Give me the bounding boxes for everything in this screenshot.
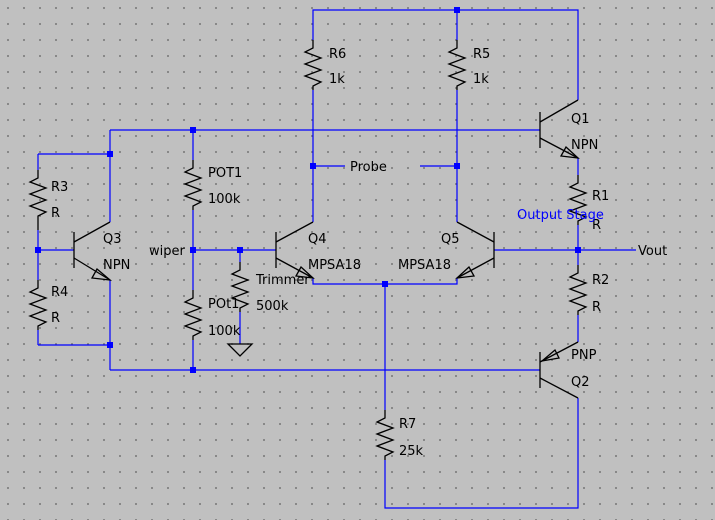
junction-dot	[454, 7, 460, 13]
net-label-wiper: wiper	[149, 244, 185, 259]
r4-ref-label: R4	[51, 285, 68, 300]
junction-dot	[237, 247, 243, 253]
pot1-lower-value-label: 100k	[208, 324, 241, 339]
resistor-r2-symbol	[568, 265, 588, 315]
transistors	[73, 99, 580, 399]
transistor-q2-symbol	[539, 341, 579, 399]
junction-dot	[454, 163, 460, 169]
r1-value-label: R	[592, 218, 601, 233]
pot1-value-label: 100k	[208, 192, 241, 207]
r6-value-label: 1k	[329, 72, 345, 87]
junction-dot	[107, 342, 113, 348]
transistor-q3-symbol	[73, 221, 113, 281]
q4-ref-label: Q4	[308, 232, 327, 247]
resistor-r7-symbol	[375, 410, 395, 460]
q3-ref-label: Q3	[103, 232, 122, 247]
q2-ref-label: Q2	[571, 375, 590, 390]
pot1-lower-ref-label: POt1	[208, 297, 239, 312]
junction-dot	[310, 163, 316, 169]
junction-dot	[190, 247, 196, 253]
q5-value-label: MPSA18	[398, 258, 451, 273]
transistor-q4-symbol	[275, 221, 315, 279]
resistor-r6-symbol	[303, 40, 323, 90]
q1-value-label: NPN	[571, 138, 598, 153]
q2-value-label: PNP	[571, 348, 597, 363]
labels: R6 1k R5 1k Q1 NPN R1 R R3 R R4 R Q3 NPN…	[51, 47, 667, 459]
q3-value-label: NPN	[103, 258, 130, 273]
r2-ref-label: R2	[592, 273, 609, 288]
ground-icon	[226, 343, 254, 357]
net-label-vout: Vout	[638, 244, 667, 259]
r3-ref-label: R3	[51, 180, 68, 195]
junction-dot	[190, 127, 196, 133]
junction-dot	[190, 367, 196, 373]
resistor-pot1-symbol	[183, 160, 203, 210]
net-label-probe: Probe	[350, 160, 387, 175]
wire-top-rail	[312, 9, 579, 100]
r7-ref-label: R7	[399, 417, 416, 432]
resistors	[28, 40, 588, 460]
comment-output-stage: Output Stage	[517, 208, 604, 223]
transistor-q1-symbol	[539, 99, 580, 159]
r1-ref-label: R1	[592, 189, 609, 204]
r2-value-label: R	[592, 300, 601, 315]
r3-value-label: R	[51, 206, 60, 221]
pot1-ref-label: POT1	[208, 166, 242, 181]
q1-ref-label: Q1	[571, 112, 590, 127]
junction-dot	[107, 151, 113, 157]
r6-ref-label: R6	[329, 47, 346, 62]
q5-ref-label: Q5	[441, 232, 460, 247]
r5-ref-label: R5	[473, 47, 490, 62]
r4-value-label: R	[51, 311, 60, 326]
trimmer-ref-label: Trimmer	[255, 273, 310, 288]
resistor-r1-symbol	[568, 175, 588, 225]
transistor-q5-symbol	[455, 221, 495, 279]
resistor-trimmer-symbol	[230, 262, 250, 312]
resistor-r3-symbol	[28, 170, 48, 230]
r5-value-label: 1k	[473, 72, 489, 87]
trimmer-value-label: 500k	[256, 299, 289, 314]
resistor-r5-symbol	[447, 40, 467, 90]
wire-r7-return	[384, 398, 579, 509]
junction-dot	[382, 281, 388, 287]
junction-dot	[575, 247, 581, 253]
resistor-pot1-lower-symbol	[183, 290, 203, 340]
q4-value-label: MPSA18	[308, 258, 361, 273]
r7-value-label: 25k	[399, 444, 424, 459]
resistor-r4-symbol	[28, 280, 48, 330]
junction-dot	[35, 247, 41, 253]
junctions	[35, 7, 581, 373]
